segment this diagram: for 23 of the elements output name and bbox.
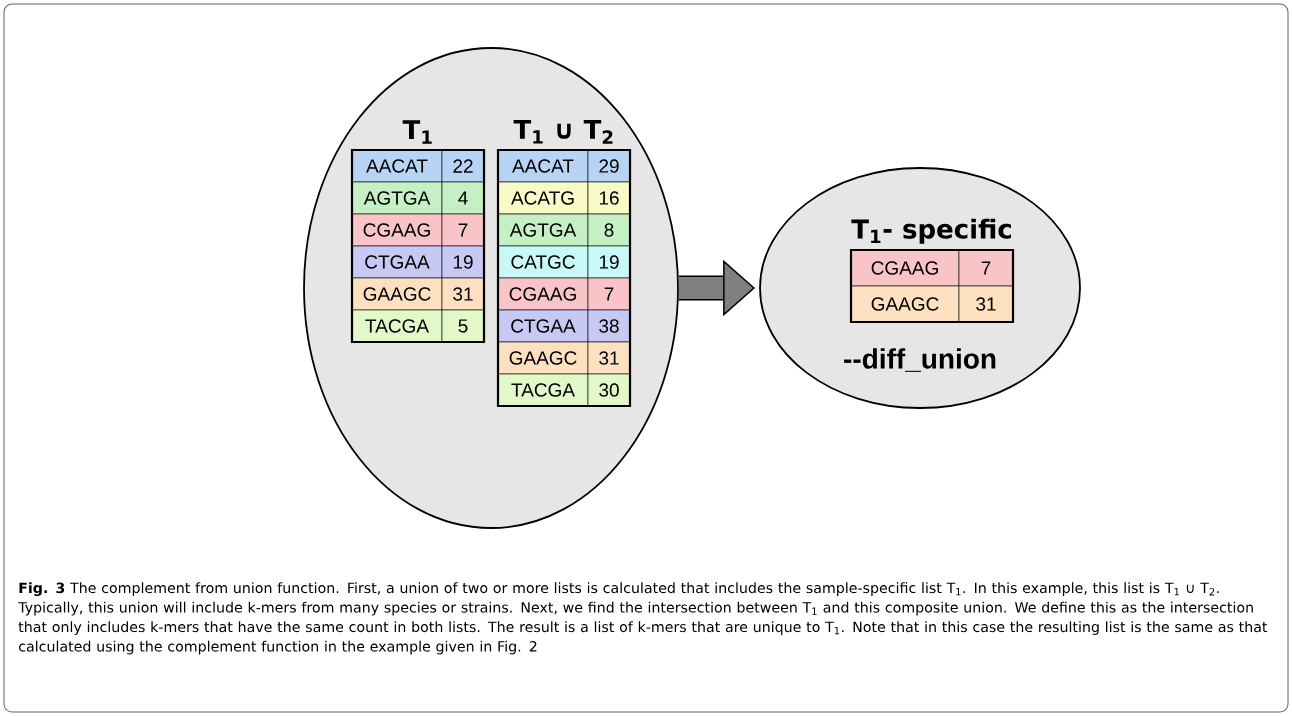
table-cell: 19 [587, 245, 631, 279]
table-cell: CGAAG [850, 249, 960, 287]
table-heading: T$_{1}$- specific [851, 218, 1011, 244]
table-cell: 31 [587, 341, 631, 375]
table-heading: T$_{1}$ ∪ T$_{2}$ [513, 119, 613, 144]
table-cell: 8 [587, 213, 631, 247]
table-cell: 29 [587, 149, 631, 183]
table-heading: T$_{1}$ [402, 120, 432, 144]
table-cell: 19 [441, 245, 485, 279]
table-cell: 38 [587, 309, 631, 343]
table-cell: 31 [441, 277, 485, 311]
option-label: --diff_union [844, 348, 996, 372]
table-cell: 7 [958, 249, 1014, 287]
table-cell: GAAGC [850, 285, 960, 323]
table-cell: 5 [441, 309, 485, 343]
table-cell: 4 [441, 181, 485, 215]
caption: Fig. 3 The complement from union function. First, a union of two or more lists is calculated that includes the sample-specific list T$_{1}$. In this example, this list is T$_{1}$ ∪ T$_{2}$. Typically, this union will include k-mers from many species or strains. Next, we find the intersection between T$_{1}$ and this composite union. We define this as the intersection that only includes k-mers that have the same count in both lists. The result is a list of k-mers that are unique to T$_{1}$. Note that in this case the resulting list is the same as that calculated using the complement function in the example given in Fig. 2 [18, 582, 1268, 655]
table-cell: 30 [587, 373, 631, 407]
table-cell: 22 [441, 149, 485, 183]
table-cell: 7 [441, 213, 485, 247]
table-cell: 16 [587, 181, 631, 215]
table-cell: 31 [958, 285, 1014, 323]
table-cell: 7 [587, 277, 631, 311]
